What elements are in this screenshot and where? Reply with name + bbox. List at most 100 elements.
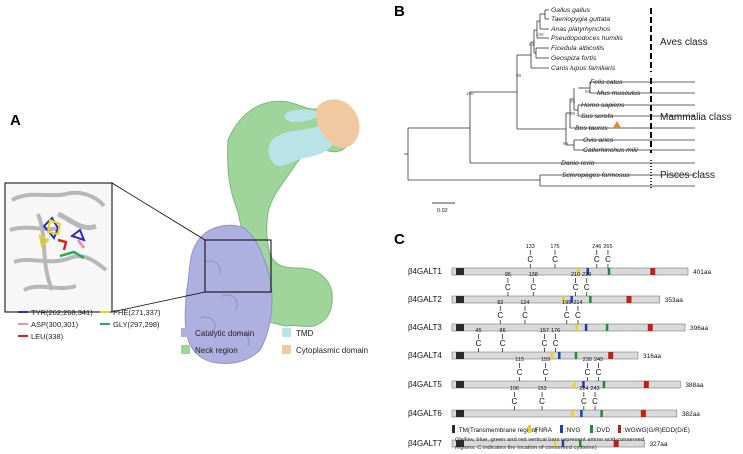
fnra-motif: [571, 410, 574, 417]
residue-label: PHE(271,337): [113, 308, 161, 317]
cys-letter: C: [539, 397, 545, 406]
domain-swatch: [181, 345, 190, 354]
cys-letter: C: [592, 397, 598, 406]
bootstrap-value: 99: [570, 111, 576, 116]
dvd-legend-swatch: [590, 425, 593, 433]
fnra-motif: [562, 296, 565, 303]
wgwg-motif: [640, 410, 646, 417]
cys-position: 138: [529, 272, 538, 278]
cys-letter: C: [552, 255, 558, 264]
fnra-motif: [550, 352, 554, 359]
gene-bar: [451, 380, 681, 389]
cys-position: 153: [537, 386, 546, 392]
fnra-legend-label: :FNRA: [533, 427, 553, 434]
residue-label: LEU(338): [31, 332, 64, 341]
tm-legend-swatch: [452, 425, 455, 433]
cys-letter: C: [527, 255, 533, 264]
cys-letter: C: [594, 255, 600, 264]
tm-region: [456, 381, 464, 388]
cys-position: 157: [540, 328, 549, 334]
nvg-motif: [561, 440, 565, 447]
tm-region: [456, 352, 464, 359]
cys-position: 246: [592, 244, 601, 250]
nvg-motif: [580, 410, 583, 417]
wgwg-motif: [613, 440, 619, 447]
nvg-motif: [558, 352, 561, 359]
bootstrap-value: 100: [536, 32, 544, 37]
taxon-label: Bos taurus: [575, 125, 608, 132]
dvd-motif: [574, 352, 578, 359]
wgwg-motif: [643, 381, 649, 388]
nvg-motif: [570, 296, 573, 303]
gene-name: β4GALT5: [408, 380, 442, 389]
cys-position: 210: [571, 272, 580, 278]
dvd-motif: [605, 324, 609, 331]
residue-label: TYR(262,268,341): [31, 308, 93, 317]
taxon-label: Gallus gallus: [551, 7, 591, 14]
taxon-label: Geospiza fortis: [551, 55, 597, 62]
cys-letter: C: [497, 311, 503, 320]
taxon-label: Felis catus: [590, 79, 623, 86]
gene-length: 396aa: [690, 325, 708, 332]
cys-position: 45: [475, 328, 481, 334]
cys-position: 176: [551, 328, 560, 334]
cys-letter: C: [584, 368, 590, 377]
cys-letter: C: [581, 397, 587, 406]
gene-name: β4GALT6: [408, 409, 442, 418]
taxon-label: Mus musculus: [597, 90, 641, 97]
tm-region: [456, 324, 464, 331]
wgwg-legend-swatch: [618, 425, 621, 433]
domain-swatch: [282, 328, 291, 337]
wgwg-motif: [650, 268, 656, 275]
cys-letter: C: [511, 397, 517, 406]
cys-position: 265: [603, 244, 612, 250]
cys-letter: C: [543, 368, 549, 377]
dvd-motif: [607, 268, 611, 275]
motif-legend: :TM(Transmembrane region):FNRA:NVG:DVD:W…: [452, 425, 690, 451]
taxon-label: Anas platyrhynchos: [550, 26, 611, 33]
cys-position: 115: [515, 357, 524, 363]
scale-label: 0.02: [437, 208, 448, 214]
taxon-label: Scleropages formosus: [562, 172, 630, 179]
nvg-motif: [586, 268, 590, 275]
domain-label: Catalytic domain: [195, 329, 254, 338]
tm-region: [456, 296, 464, 303]
fnra-motif: [573, 381, 576, 388]
gene-name: β4GALT7: [408, 439, 442, 448]
cys-position: 133: [526, 244, 535, 250]
residue-legend: TYR(262,268,341) PHE(271,337) ASP(300,301)…: [18, 308, 161, 341]
wgwg-motif: [647, 324, 653, 331]
cys-letter: C: [584, 283, 590, 292]
cys-letter: C: [605, 255, 611, 264]
legend-note: regions; C indicates the location of con…: [455, 445, 597, 451]
wgwg-legend-label: :WGWG(G/R)EDD(D/E): [623, 427, 690, 434]
cys-letter: C: [517, 368, 523, 377]
bootstrap-value: 94: [585, 89, 591, 94]
cys-letter: C: [553, 339, 559, 348]
bootstrap-value: 99: [563, 141, 569, 146]
cys-position: 175: [550, 244, 559, 250]
residue-label: ASP(300,301): [31, 320, 79, 329]
cys-position: 106: [510, 386, 519, 392]
gene-length: 382aa: [682, 411, 700, 418]
domain-swatch: [181, 328, 190, 337]
gene-bar: [451, 323, 686, 332]
gene-length: 401aa: [693, 269, 711, 276]
fnra-motif: [575, 324, 579, 331]
panel-label-b: B: [394, 3, 405, 20]
domain-swatch: [282, 345, 291, 354]
phylogenetic-tree: [404, 9, 695, 204]
gene-name: β4GALT1: [408, 267, 442, 276]
zoom-box: [204, 239, 272, 293]
dvd-motif: [602, 381, 606, 388]
gene-bar: [451, 351, 639, 360]
taxon-label: Canis lupus familiaris: [551, 65, 616, 72]
cys-letter: C: [596, 368, 602, 377]
cys-position: 243: [590, 386, 599, 392]
cys-position: 95: [505, 272, 511, 278]
cys-position: 159: [541, 357, 550, 363]
legend-note: (Yellow, blue, green and red vertical ba…: [455, 437, 644, 443]
cys-position: 224: [579, 386, 588, 392]
